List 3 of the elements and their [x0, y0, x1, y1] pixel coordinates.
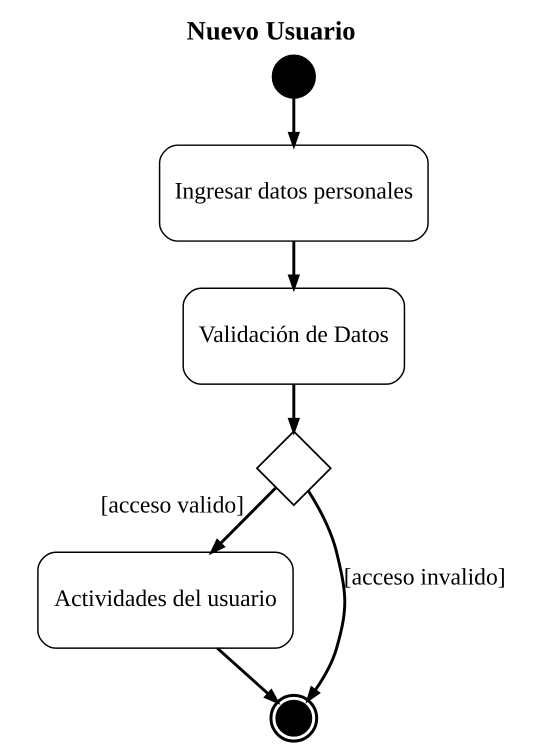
edge-label: [acceso valido] [100, 492, 244, 518]
diagram-title: Nuevo Usuario [186, 16, 356, 46]
edge-label: [acceso invalido] [344, 564, 506, 590]
